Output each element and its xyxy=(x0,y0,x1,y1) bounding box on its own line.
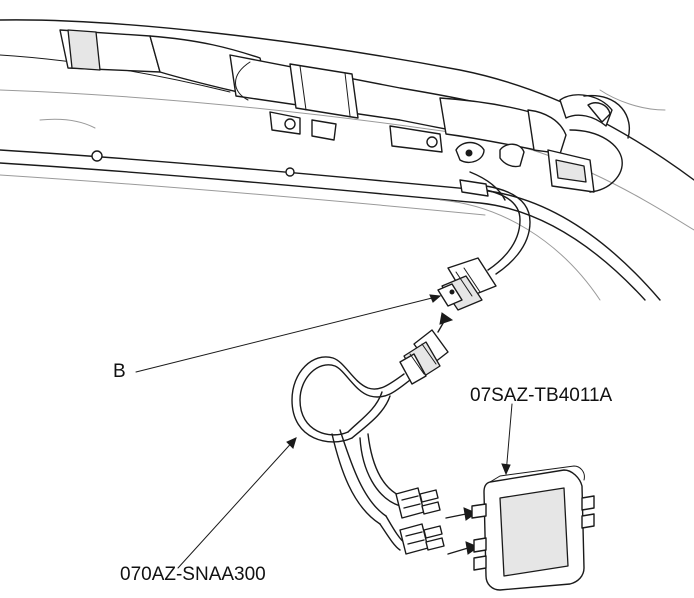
callout-leaders xyxy=(135,294,513,569)
connector-b-label: B xyxy=(113,361,126,382)
test-plugs xyxy=(395,487,445,555)
connector-b xyxy=(437,257,497,311)
roof-lining xyxy=(0,19,694,301)
connect-arrow xyxy=(437,312,454,333)
airbag-inflator xyxy=(59,29,567,168)
tool-harness-connector xyxy=(399,329,449,385)
plug-arrows xyxy=(445,507,480,555)
vehicle-harness xyxy=(459,179,531,275)
tool-harness-coil xyxy=(291,356,411,551)
simulator-box xyxy=(471,465,595,591)
tool-harness-label: 070AZ-SNAA300 xyxy=(120,564,266,585)
mounting-bracket xyxy=(547,94,613,193)
simulator-box-label: 07SAZ-TB4011A xyxy=(470,385,613,406)
roof-harness xyxy=(469,94,630,201)
